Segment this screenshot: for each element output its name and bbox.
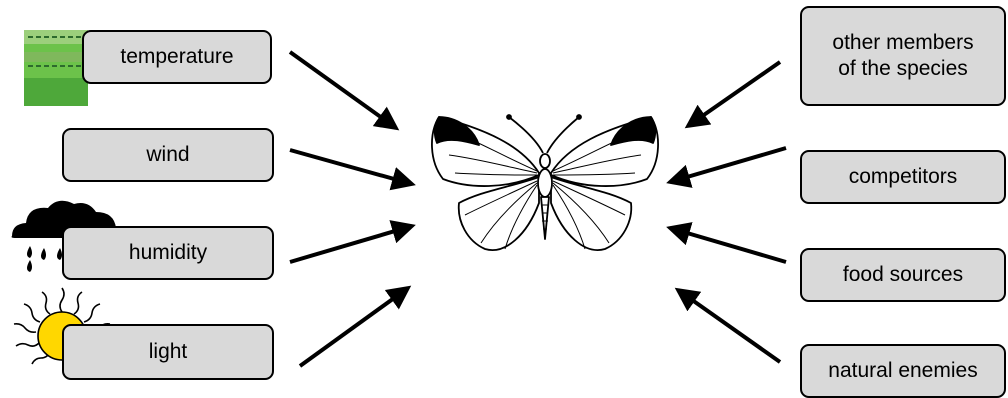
arrow-light bbox=[300, 288, 408, 366]
arrow-food-sources bbox=[670, 228, 786, 262]
arrow-competitors bbox=[670, 148, 786, 182]
arrow-humidity bbox=[290, 226, 412, 262]
arrow-natural-enemies bbox=[678, 290, 780, 362]
arrow-wind bbox=[290, 150, 412, 184]
arrow-other-members bbox=[688, 62, 780, 126]
arrow-temperature bbox=[290, 52, 396, 128]
